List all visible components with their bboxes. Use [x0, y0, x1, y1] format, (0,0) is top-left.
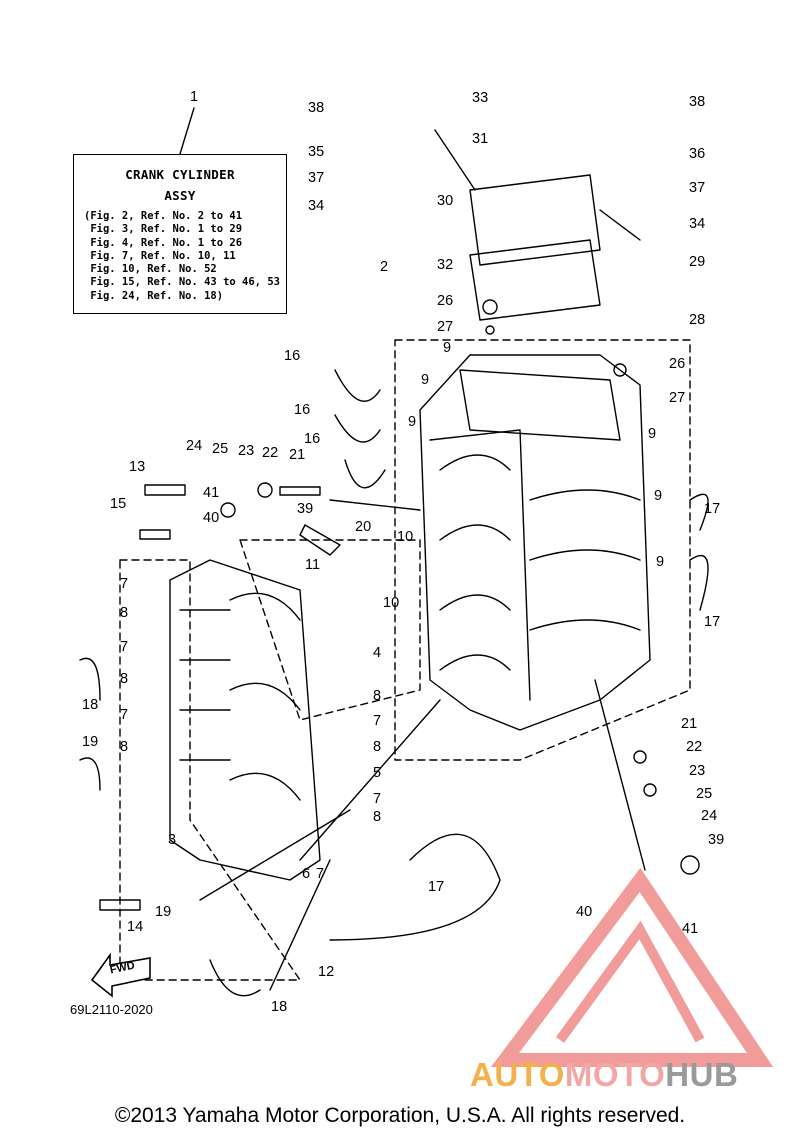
part-label: 15	[110, 496, 127, 512]
reference-line: Fig. 10, Ref. No. 52	[84, 263, 217, 276]
part-label: 19	[82, 734, 99, 750]
diagram-code: 69L2110-2020	[70, 1002, 153, 1017]
reference-line: Fig. 15, Ref. No. 43 to 46, 53	[84, 276, 280, 289]
part-label: 7	[373, 713, 382, 729]
assembly-subtitle: ASSY	[164, 188, 196, 203]
part-label: 9	[656, 554, 665, 570]
reference-line: Fig. 24, Ref. No. 18)	[84, 289, 224, 302]
part-label: 6	[302, 866, 311, 882]
part-label: 9	[654, 488, 663, 504]
part-label: 3	[168, 832, 177, 848]
part-label: 18	[82, 697, 99, 713]
part-label: 39	[297, 501, 314, 517]
part-label: 10	[397, 529, 414, 545]
watermark-part1: AUTO	[470, 1056, 565, 1093]
reference-line: Fig. 7, Ref. No. 10, 11	[84, 249, 236, 262]
part-label: 8	[373, 809, 382, 825]
part-label: 9	[648, 426, 657, 442]
part-label: 26	[437, 293, 454, 309]
part-label: 7	[373, 791, 382, 807]
part-label: 14	[127, 919, 144, 935]
part-label: 22	[262, 445, 279, 461]
part-label: 4	[373, 645, 382, 661]
part-label: 8	[120, 671, 129, 687]
part-label: 37	[308, 170, 325, 186]
part-label: 23	[238, 443, 255, 459]
watermark-text: AUTOMOTOHUB	[470, 1056, 738, 1094]
forward-arrow-icon	[90, 952, 151, 998]
assembly-title: CRANK CYLINDER	[125, 167, 235, 182]
part-label: 9	[408, 414, 417, 430]
ref-label-assembly: 1	[190, 89, 199, 105]
part-label: 2	[380, 259, 389, 275]
part-label: 21	[681, 716, 698, 732]
part-label: 38	[308, 100, 325, 116]
part-label: 8	[120, 605, 129, 621]
part-label: 22	[686, 739, 703, 755]
part-label: 8	[373, 739, 382, 755]
watermark-part2: MOTO	[564, 1056, 666, 1093]
part-label: 9	[443, 340, 452, 356]
part-label: 38	[689, 94, 706, 110]
part-label: 16	[304, 431, 321, 447]
part-label: 28	[689, 312, 706, 328]
part-label: 7	[120, 639, 129, 655]
part-label: 25	[212, 441, 229, 457]
part-label: 21	[289, 447, 306, 463]
part-label: 11	[305, 557, 321, 573]
part-label: 19	[155, 904, 172, 920]
part-label: 16	[294, 402, 311, 418]
part-label: 18	[271, 999, 288, 1015]
part-label: 29	[689, 254, 706, 270]
part-label: 32	[437, 257, 454, 273]
part-label: 17	[704, 501, 721, 517]
copyright-notice: ©2013 Yamaha Motor Corporation, U.S.A. A…	[114, 1104, 686, 1127]
part-label: 8	[120, 739, 129, 755]
part-label: 13	[129, 459, 146, 475]
reference-line: (Fig. 2, Ref. No. 2 to 41	[84, 210, 243, 222]
part-label: 40	[576, 904, 593, 920]
part-label: 25	[696, 786, 713, 802]
part-label: 24	[701, 808, 718, 824]
part-label: 16	[284, 348, 301, 364]
part-label: 30	[437, 193, 454, 209]
part-label: 27	[669, 390, 686, 406]
watermark-logo	[491, 867, 774, 1067]
part-label: 31	[472, 131, 489, 147]
assembly-info-box: CRANK CYLINDER ASSY (Fig. 2, Ref. No. 2 …	[73, 154, 287, 314]
part-label: 34	[689, 216, 706, 232]
reference-line: Fig. 3, Ref. No. 1 to 29	[84, 223, 243, 236]
part-label: 37	[689, 180, 706, 196]
part-label: 17	[704, 614, 721, 630]
part-label: 9	[421, 372, 430, 388]
part-label: 7	[316, 866, 325, 882]
watermark-part3: HUB	[665, 1056, 739, 1093]
part-label: 17	[428, 879, 445, 895]
part-label: 7	[120, 707, 129, 723]
part-label: 12	[318, 964, 335, 980]
part-label: 35	[308, 144, 325, 160]
part-label: 26	[669, 356, 686, 372]
part-label: 10	[383, 595, 400, 611]
part-label: 40	[203, 510, 220, 526]
part-label: 34	[308, 198, 325, 214]
part-label: 41	[203, 485, 220, 501]
reference-list: (Fig. 2, Ref. No. 2 to 41 Fig. 3, Ref. N…	[84, 210, 280, 303]
part-label: 36	[689, 146, 706, 162]
reference-line: Fig. 4, Ref. No. 1 to 26	[84, 236, 243, 249]
part-label: 5	[373, 765, 382, 781]
part-label: 20	[355, 519, 372, 535]
part-label: 27	[437, 319, 454, 335]
part-label: 41	[682, 921, 699, 937]
part-label: 7	[120, 576, 129, 592]
part-label: 8	[373, 688, 382, 704]
part-label: 33	[472, 90, 489, 106]
part-label: 24	[186, 438, 203, 454]
part-label: 23	[689, 763, 706, 779]
part-label: 39	[708, 832, 725, 848]
